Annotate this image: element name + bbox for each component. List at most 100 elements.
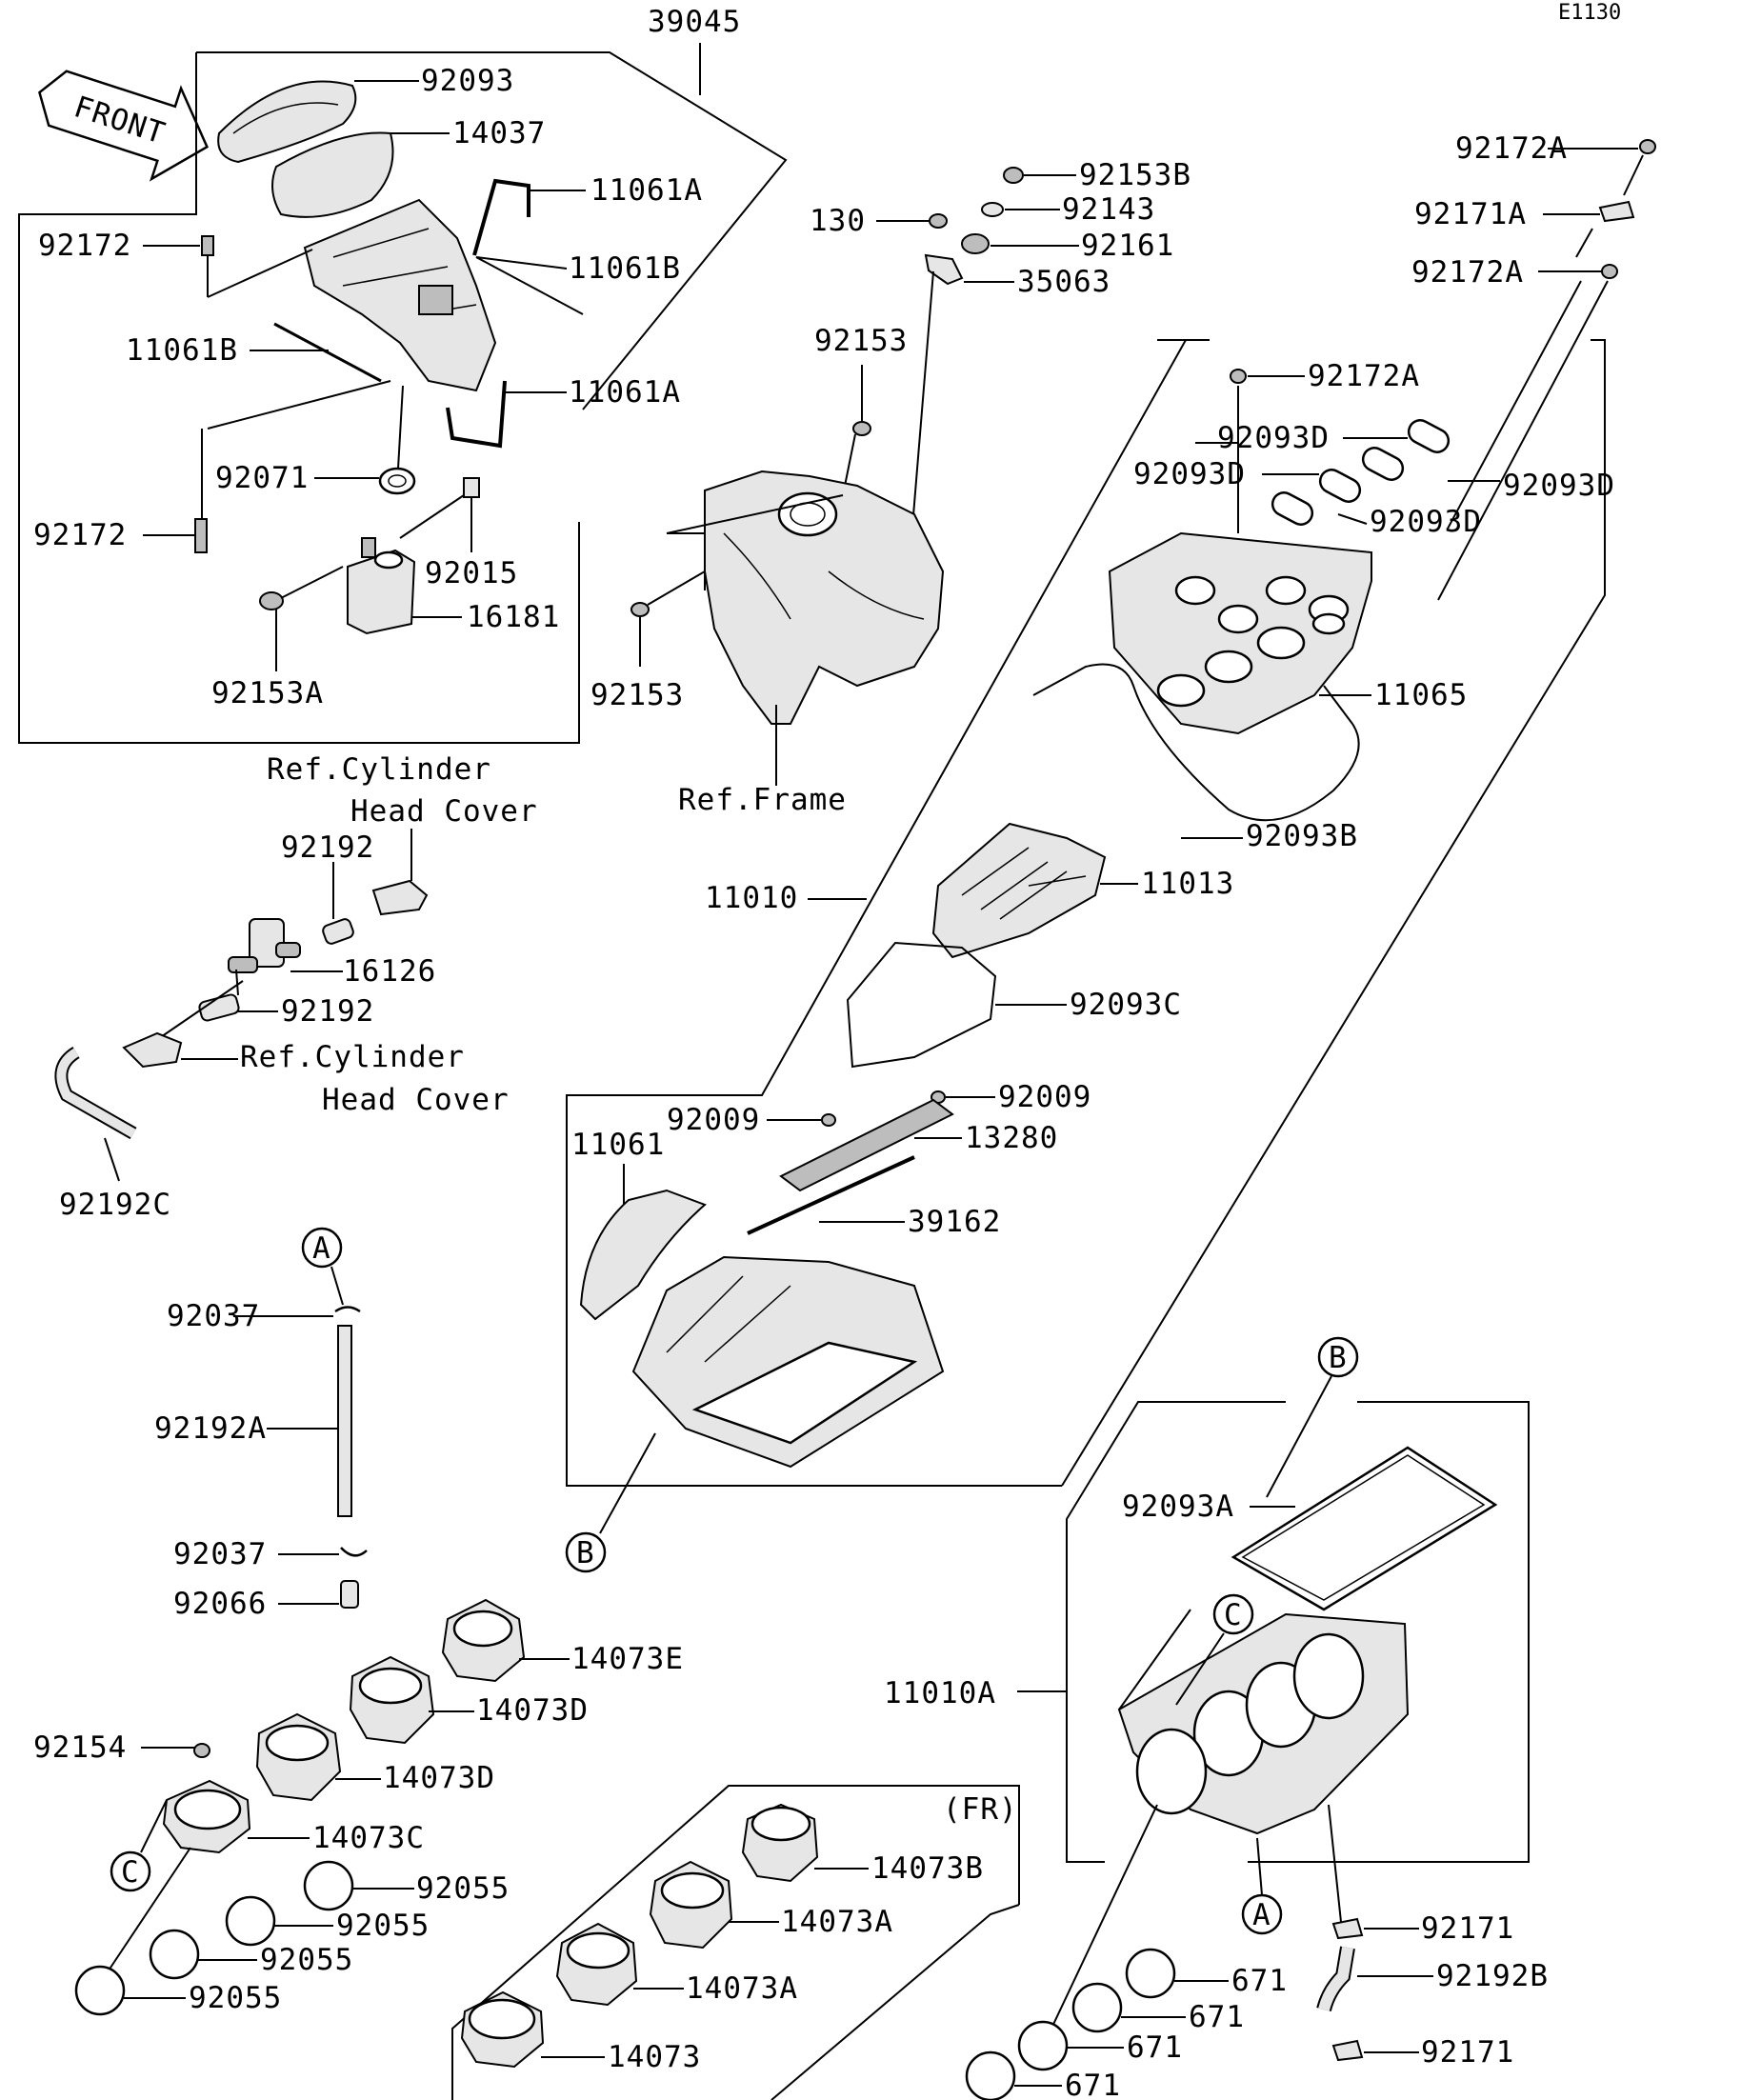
label-11010: 11010 [705, 881, 798, 915]
label-92161: 92161 [1081, 229, 1174, 263]
label-92143: 92143 [1062, 192, 1155, 227]
label-11061B-left: 11061B [126, 333, 238, 368]
part-92153A-bolt [259, 566, 344, 671]
label-11061A-top: 11061A [590, 173, 703, 208]
label-92192-top: 92192 [281, 830, 374, 865]
part-14073A-funnel-2 [555, 1922, 684, 2007]
part-11010A-airbox-base [1017, 1609, 1410, 1835]
label-14073C: 14073C [312, 1821, 425, 1855]
part-cyl-head-cover-ref-1 [371, 879, 429, 916]
label-92093D-4: 92093D [1370, 505, 1482, 539]
label-92009-left: 92009 [667, 1103, 760, 1137]
part-92154-screw [141, 1743, 210, 1758]
part-92171-clip-2 [1331, 2039, 1419, 2062]
label-14073E: 14073E [571, 1642, 684, 1676]
part-35063-bracket [909, 253, 1014, 563]
label-14073A-1: 14073A [781, 1905, 893, 1939]
part-92192A-tube [267, 1325, 352, 1517]
part-92055-orings [74, 1860, 414, 2016]
label-92093D-1: 92093D [1217, 421, 1330, 455]
part-11061A-top [472, 178, 586, 256]
svg-text:B: B [1329, 1341, 1348, 1375]
label-14073D-1: 14073D [476, 1693, 589, 1728]
part-14073D-funnel-1 [349, 1655, 474, 1745]
label-92037-bottom: 92037 [173, 1537, 267, 1571]
part-cyl-head-cover-ref-2 [122, 1031, 238, 1069]
label-92093A: 92093A [1122, 1490, 1234, 1524]
label-92192A: 92192A [154, 1411, 267, 1446]
box-11010 [566, 339, 1606, 1487]
part-671-orings [965, 1948, 1229, 2100]
label-ref-cylinder-1a: Ref.Cylinder [267, 752, 491, 787]
box-39045 [18, 43, 788, 744]
label-13280: 13280 [965, 1121, 1058, 1155]
label-671-4: 671 [1065, 2069, 1121, 2100]
label-92172-lower: 92172 [33, 518, 127, 552]
part-92015-fitting [399, 477, 480, 552]
label-39045: 39045 [648, 5, 741, 39]
part-92093C-gasket [846, 941, 1067, 1069]
part-11065-airbox-cover [1108, 531, 1372, 735]
label-92055-4: 92055 [189, 1981, 282, 2015]
part-92171A-clip [1543, 200, 1635, 258]
label-92055-2: 92055 [336, 1909, 430, 1943]
label-671-2: 671 [1189, 2000, 1245, 2034]
part-39162-strip [747, 1155, 915, 1235]
part-92171-clip-1 [1328, 1804, 1419, 1940]
part-14037 [271, 131, 450, 218]
part-14073D-funnel-2 [255, 1712, 381, 1802]
label-39162: 39162 [908, 1205, 1001, 1239]
svg-text:C: C [1224, 1598, 1243, 1632]
circle-C-left: C [104, 1799, 191, 1977]
part-92192B-hose [1316, 1946, 1433, 2012]
ref-frame-body [704, 470, 945, 786]
label-92154: 92154 [33, 1730, 127, 1765]
label-11061B-right: 11061B [569, 251, 681, 286]
label-92171-1: 92171 [1421, 1911, 1514, 1946]
part-92172-screw-upper [143, 235, 313, 298]
part-92172A-screw-3 [1230, 369, 1305, 533]
label-92171A: 92171A [1414, 197, 1527, 231]
label-92071: 92071 [215, 461, 309, 495]
part-92071-grommet [314, 385, 416, 495]
label-92093: 92093 [421, 64, 514, 98]
label-11065: 11065 [1374, 678, 1468, 712]
part-92192-hose-mid [198, 969, 278, 1022]
label-92172-upper: 92172 [38, 229, 131, 263]
label-92055-3: 92055 [260, 1943, 353, 1977]
label-14073A-2: 14073A [686, 1971, 798, 2006]
part-11061A-bottom [446, 380, 567, 449]
label-92015: 92015 [425, 556, 518, 590]
svg-text:A: A [312, 1231, 331, 1266]
label-14073D-2: 14073D [383, 1761, 495, 1795]
label-35063: 35063 [1017, 265, 1111, 299]
part-14073B-funnel [741, 1803, 869, 1883]
svg-text:B: B [576, 1536, 595, 1570]
label-92172A-3: 92172A [1308, 359, 1420, 393]
label-16126: 16126 [343, 954, 436, 989]
label-92153-top: 92153 [814, 324, 908, 358]
label-92093D-3: 92093D [1503, 469, 1615, 503]
part-92093-cover [217, 80, 419, 164]
label-ref-frame: Ref.Frame [678, 783, 847, 817]
part-92037-clamp-top [233, 1306, 361, 1317]
part-92172A-screw-2 [1437, 264, 1618, 601]
label-11061A-bottom: 11061A [569, 375, 681, 410]
label-FR: (FR) [943, 1792, 1018, 1827]
part-92009-screws [767, 1090, 995, 1127]
label-130: 130 [810, 204, 866, 238]
circle-B-right: B [1266, 1336, 1359, 1498]
part-11061-seal [579, 1164, 707, 1321]
label-11010A: 11010A [884, 1676, 996, 1710]
part-92161-damper [961, 233, 1079, 254]
part-92192-hose-top [322, 862, 354, 945]
part-16181-reservoir [347, 537, 462, 635]
part-14073A-funnel-1 [649, 1860, 779, 1950]
label-92153-bottom: 92153 [590, 678, 684, 712]
part-92093B-gasket [1032, 663, 1360, 839]
part-11010-airbox-lower [631, 1255, 945, 1469]
label-671-1: 671 [1231, 1964, 1288, 1998]
label-92066: 92066 [173, 1587, 267, 1621]
label-16181: 16181 [467, 600, 560, 634]
